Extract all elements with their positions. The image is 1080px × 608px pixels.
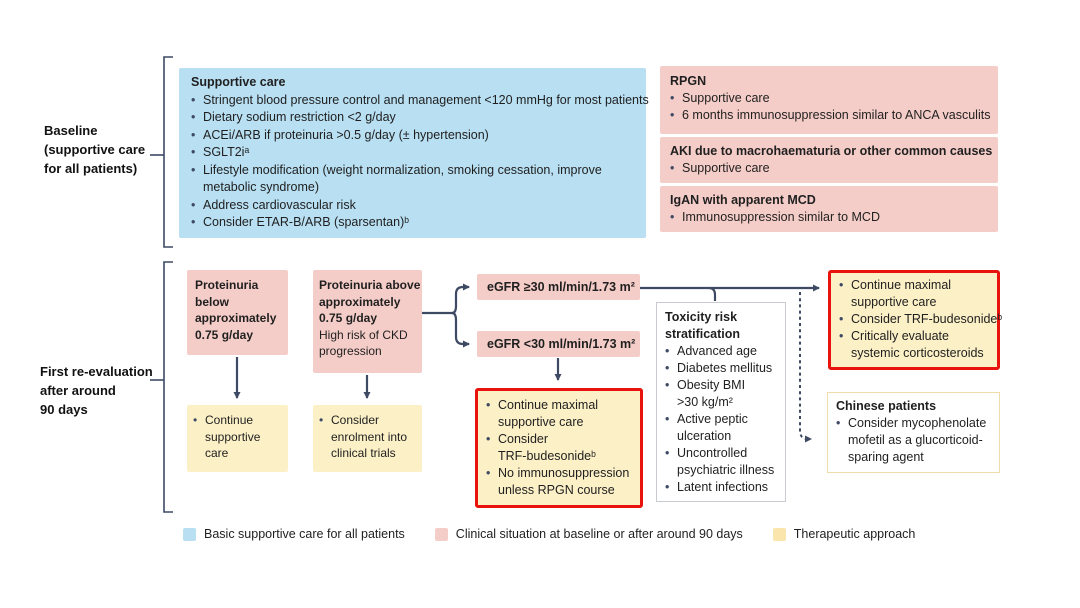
- list-item: Diabetes mellitus: [665, 360, 783, 377]
- list-item: ACEi/ARB if proteinuria >0.5 g/day (± hy…: [191, 127, 644, 145]
- legend-label: Basic supportive care for all patients: [204, 527, 405, 541]
- list-item: Obesity BMI >30 kg/m²: [665, 377, 783, 411]
- egfr-low-box: eGFR <30 ml/min/1.73 m²: [477, 331, 640, 357]
- list-item: Advanced age: [665, 343, 783, 360]
- stub-to-toxicity-box: [708, 286, 717, 301]
- supportive-care-box: Supportive care Stringent blood pressure…: [179, 68, 649, 238]
- reevaluation-bracket: [163, 261, 173, 513]
- blue-swatch-icon: [183, 527, 196, 541]
- list-item: Supportive care: [670, 160, 994, 177]
- egfr-high-action-box: Continue maximal supportive care Conside…: [828, 270, 1002, 370]
- proteinuria-below-box: Proteinuria below approximately 0.75 g/d…: [187, 270, 288, 355]
- legend: Basic supportive care for all patients C…: [183, 527, 915, 541]
- legend-item-clinical-situation: Clinical situation at baseline or after …: [434, 527, 743, 541]
- rpgn-box: RPGN Supportive care 6 months immunosupp…: [660, 66, 998, 134]
- supportive-care-title: Supportive care: [191, 75, 286, 89]
- legend-label: Therapeutic approach: [793, 527, 916, 541]
- rpgn-title: RPGN: [670, 74, 707, 88]
- list-item: Consider TRF-budesonideᵇ: [486, 431, 638, 465]
- chinese-patients-box: Chinese patients Consider mycophenolate …: [827, 392, 1000, 473]
- baseline-bracket: [163, 56, 173, 248]
- continue-supportive-care-box: Continue supportive care: [187, 405, 288, 472]
- branch-to-egfr-low: [451, 311, 470, 348]
- yellow-swatch-icon: [772, 527, 786, 541]
- list-item: Consider ETAR-B/ARB (sparsentan)ᵇ: [191, 214, 644, 232]
- aki-box: AKI due to macrohaematuria or other comm…: [660, 137, 998, 183]
- list-item: Continue maximal supportive care: [839, 277, 995, 311]
- list-item: Immunosuppression similar to MCD: [670, 209, 994, 226]
- proteinuria-below-text: Proteinuria below approximately 0.75 g/d…: [195, 278, 277, 342]
- list-item: No immunosuppression unless RPGN course: [486, 465, 638, 499]
- list-item: Continue maximal supportive care: [486, 397, 638, 431]
- list-item: Stringent blood pressure control and man…: [191, 92, 649, 110]
- dashed-arrow-to-chinese-patients: [799, 292, 812, 443]
- list-item: Consider enrolment into clinical trials: [319, 412, 420, 462]
- list-item: Dietary sodium restriction <2 g/day: [191, 109, 644, 127]
- reevaluation-section-label: First re-evaluation after around 90 days: [40, 364, 153, 417]
- list-item: SGLT2iᵃ: [191, 144, 644, 162]
- egfr-low-action-box: Continue maximal supportive care Conside…: [475, 388, 643, 508]
- legend-item-basic-supportive: Basic supportive care for all patients: [183, 527, 405, 541]
- aki-title: AKI due to macrohaematuria or other comm…: [670, 144, 993, 158]
- chinese-patients-title: Chinese patients: [836, 399, 937, 413]
- igan-mcd-title: IgAN with apparent MCD: [670, 193, 816, 207]
- list-item: Consider TRF-budesonideᵇ: [839, 311, 1002, 328]
- list-item: Uncontrolled psychiatric illness: [665, 445, 783, 479]
- branch-to-egfr-high: [451, 283, 470, 315]
- clinical-trials-box: Consider enrolment into clinical trials: [313, 405, 422, 472]
- toxicity-risk-title: Toxicity risk stratification: [665, 310, 741, 341]
- igan-mcd-box: IgAN with apparent MCD Immunosuppression…: [660, 186, 998, 232]
- egfr-high-box: eGFR ≥30 ml/min/1.73 m²: [477, 274, 640, 300]
- legend-item-therapeutic-approach: Therapeutic approach: [772, 527, 916, 541]
- baseline-section-label: Baseline (supportive care for all patien…: [44, 123, 146, 176]
- list-item: Continue supportive care: [193, 412, 286, 462]
- list-item: Critically evaluate systemic corticoster…: [839, 328, 995, 362]
- ckd-risk-note: High risk of CKD progression: [319, 327, 408, 359]
- list-item: Latent infections: [665, 479, 783, 496]
- list-item: Address cardiovascular risk: [191, 197, 644, 215]
- list-item: Active peptic ulceration: [665, 411, 783, 445]
- toxicity-risk-box: Toxicity risk stratification Advanced ag…: [656, 302, 786, 502]
- proteinuria-above-text: Proteinuria above approximately 0.75 g/d…: [319, 278, 421, 325]
- list-item: Supportive care: [670, 90, 994, 107]
- pink-swatch-icon: [434, 527, 448, 541]
- list-item: Consider mycophenolate mofetil as a gluc…: [836, 415, 997, 466]
- list-item: 6 months immunosuppression similar to AN…: [670, 107, 994, 124]
- proteinuria-above-box: Proteinuria above approximately 0.75 g/d…: [313, 270, 422, 373]
- list-item: Lifestyle modification (weight normaliza…: [191, 162, 644, 197]
- legend-label: Clinical situation at baseline or after …: [455, 527, 743, 541]
